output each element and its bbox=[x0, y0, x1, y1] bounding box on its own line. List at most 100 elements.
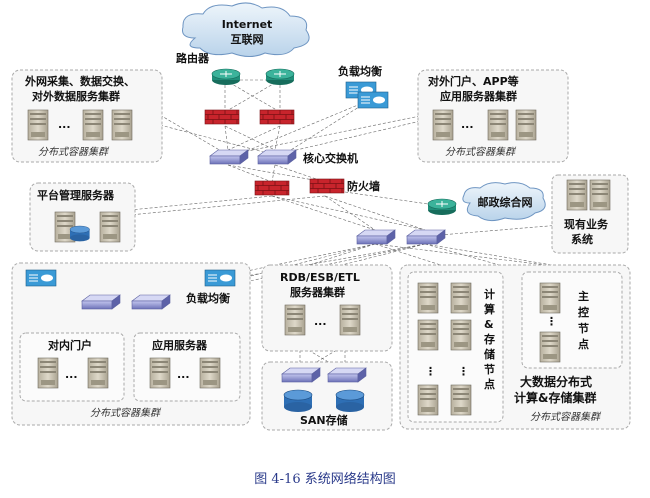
server-icon bbox=[450, 319, 472, 351]
server-icon bbox=[539, 282, 561, 314]
switch-icon bbox=[327, 367, 367, 383]
server-icon bbox=[432, 109, 454, 141]
compute-char: 存 bbox=[484, 332, 495, 346]
bigdata-dots: ⋮ bbox=[425, 365, 436, 378]
bl-portal-label: 对内门户 bbox=[48, 338, 92, 352]
mail-cloud: 邮政综合网 bbox=[462, 182, 546, 222]
server-icon bbox=[111, 109, 133, 141]
master-char: 控 bbox=[578, 305, 589, 319]
server-icon bbox=[589, 179, 611, 211]
compute-char: 计 bbox=[484, 287, 495, 301]
server-icon bbox=[417, 319, 439, 351]
server-icon bbox=[515, 109, 537, 141]
disk-icon bbox=[335, 389, 365, 413]
server-icon bbox=[450, 384, 472, 416]
core-switch-icon bbox=[257, 149, 297, 165]
figure-caption: 图 4-16 系统网络结构图 bbox=[254, 472, 396, 487]
switch-icon bbox=[356, 229, 396, 245]
rdb-title-1: RDB/ESB/ETL bbox=[280, 271, 360, 284]
server-icon bbox=[417, 384, 439, 416]
server-icon bbox=[149, 357, 171, 389]
server-icon bbox=[417, 282, 439, 314]
bigdata-dots: ⋮ bbox=[458, 365, 469, 378]
existing-label-2: 系统 bbox=[571, 232, 593, 246]
san-box: SAN存储 bbox=[261, 361, 393, 431]
tr-ellipsis: ... bbox=[461, 118, 474, 131]
firewall-icon bbox=[254, 180, 290, 196]
bl-lb-label: 负载均衡 bbox=[186, 291, 230, 305]
master-char: 节 bbox=[578, 321, 589, 335]
platform-box: 平台管理服务器 bbox=[29, 182, 136, 252]
bigdata-title-1: 大数据分布式 bbox=[520, 374, 592, 389]
router-icon bbox=[211, 68, 241, 86]
server-icon bbox=[487, 109, 509, 141]
firewall-icon bbox=[204, 109, 240, 125]
server-icon bbox=[87, 357, 109, 389]
rdb-box: RDB/ESB/ETL 服务器集群 ... bbox=[261, 264, 393, 352]
lb-top-icon bbox=[345, 81, 389, 109]
tr-cluster-box: 对外门户、APP等 应用服务器集群 ... 分布式容器集群 bbox=[417, 69, 569, 163]
network-diagram: Internet 互联网 路由器 负载均衡 核心交换机 防火墙 邮政综合网 外网… bbox=[11, 2, 631, 431]
tl-title-2: 对外数据服务集群 bbox=[32, 89, 120, 103]
server-icon bbox=[27, 109, 49, 141]
internet-cloud: Internet 互联网 bbox=[182, 2, 310, 57]
core-switch-icon bbox=[209, 149, 249, 165]
compute-char: 储 bbox=[484, 347, 495, 361]
switch-icon bbox=[81, 294, 121, 310]
master-dots: ⋮ bbox=[546, 315, 557, 328]
server-icon bbox=[339, 304, 361, 336]
bl-footer: 分布式容器集群 bbox=[90, 407, 162, 419]
server-icon bbox=[199, 357, 221, 389]
compute-char: 节 bbox=[484, 362, 495, 376]
firewall-label: 防火墙 bbox=[347, 179, 380, 193]
switch-icon bbox=[281, 367, 321, 383]
compute-char: & bbox=[484, 318, 494, 331]
bl-cluster-box: 负载均衡 对内门户 ... 应用服务器 ... 分布式容器集群 bbox=[11, 262, 251, 426]
lb-icon bbox=[25, 269, 57, 287]
mail-router-icon bbox=[427, 198, 457, 216]
bl-ellipsis-2: ... bbox=[177, 368, 190, 381]
server-icon bbox=[82, 109, 104, 141]
router-icon bbox=[265, 68, 295, 86]
tl-ellipsis: ... bbox=[58, 118, 71, 131]
server-icon bbox=[284, 304, 306, 336]
internet-label: Internet bbox=[222, 18, 273, 31]
tr-footer: 分布式容器集群 bbox=[445, 146, 517, 158]
compute-char: 算 bbox=[483, 302, 495, 316]
tr-title-1: 对外门户、APP等 bbox=[428, 74, 519, 88]
lb-icon bbox=[204, 269, 236, 287]
platform-label: 平台管理服务器 bbox=[37, 188, 115, 202]
core-switch-label: 核心交换机 bbox=[303, 151, 358, 165]
internet-cn-label: 互联网 bbox=[231, 32, 264, 46]
server-icon bbox=[99, 211, 121, 243]
tl-footer: 分布式容器集群 bbox=[38, 146, 110, 158]
firewall-icon bbox=[309, 178, 345, 194]
server-icon bbox=[37, 357, 59, 389]
server-icon bbox=[450, 282, 472, 314]
tl-title-1: 外网采集、数据交换、 bbox=[24, 74, 135, 88]
bl-ellipsis-1: ... bbox=[65, 368, 78, 381]
bigdata-box: ⋮ ⋮ 计 算 & 存 储 节 点 ⋮ 主 控 节 点 大数据分布式 计算&存储… bbox=[399, 264, 631, 430]
tl-cluster-box: 外网采集、数据交换、 对外数据服务集群 ... 分布式容器集群 bbox=[11, 69, 163, 163]
router-label: 路由器 bbox=[176, 51, 210, 65]
firewall-icon bbox=[259, 109, 295, 125]
master-char: 点 bbox=[578, 337, 589, 351]
existing-label-1: 现有业务 bbox=[564, 217, 609, 231]
rdb-ellipsis: ... bbox=[314, 315, 327, 328]
server-icon bbox=[539, 331, 561, 363]
tr-title-2: 应用服务器集群 bbox=[440, 89, 517, 103]
rdb-title-2: 服务器集群 bbox=[290, 285, 345, 299]
switch-icon bbox=[406, 229, 446, 245]
bigdata-footer: 分布式容器集群 bbox=[530, 411, 602, 423]
disk-icon bbox=[69, 225, 90, 242]
mail-label: 邮政综合网 bbox=[478, 195, 533, 209]
existing-box: 现有业务 系统 bbox=[551, 174, 629, 254]
bl-app-label: 应用服务器 bbox=[152, 338, 208, 352]
compute-char: 点 bbox=[484, 377, 495, 391]
master-char: 主 bbox=[578, 289, 589, 303]
switch-icon bbox=[131, 294, 171, 310]
disk-icon bbox=[283, 389, 313, 413]
bigdata-title-2: 计算&存储集群 bbox=[514, 390, 596, 405]
san-label: SAN存储 bbox=[300, 413, 348, 427]
lb-top-label: 负载均衡 bbox=[338, 64, 382, 78]
